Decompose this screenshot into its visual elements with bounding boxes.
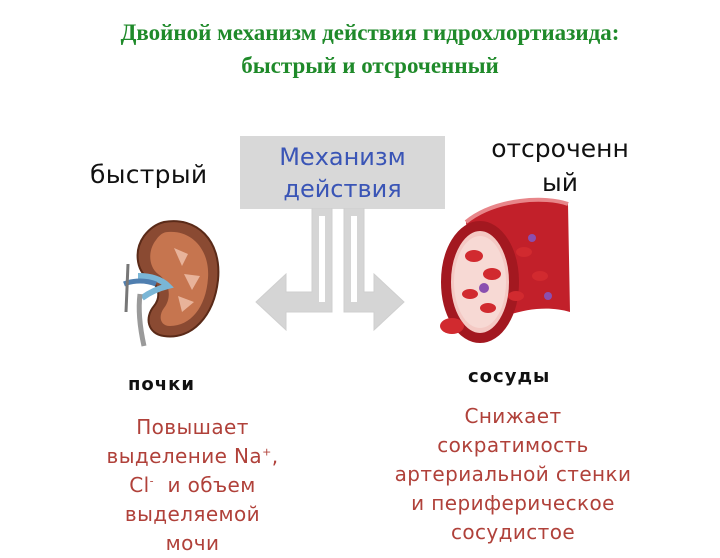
vessel-effect-line4: и периферическое	[411, 491, 615, 515]
vessel-effect-line5: сосудистое	[450, 520, 576, 544]
vessel-effect-line3: артериальной стенки	[394, 462, 632, 486]
delayed-label-line1: отсроченн	[491, 134, 629, 163]
kidneys-label: почки	[128, 374, 195, 395]
kidney-effect-text: Повышает выделение Na+, Cl- и объем выде…	[70, 413, 315, 558]
mechanism-box: Механизм действия	[240, 136, 445, 209]
kidney-effect-line1: Повышает	[136, 415, 249, 439]
kidney-effect-line3: Cl- и объем	[129, 473, 256, 497]
mechanism-line1: Механизм	[279, 142, 406, 171]
slide-title-line2: быстрый и отсроченный	[241, 53, 499, 78]
delayed-label-line2: ый	[542, 168, 578, 197]
blood-vessel-icon	[440, 197, 570, 343]
kidney-effect-line4: выделяемой	[124, 502, 261, 526]
kidney-icon	[123, 220, 220, 347]
fast-label: быстрый	[90, 160, 208, 189]
mechanism-line2: действия	[283, 174, 402, 203]
vessel-effect-text: Снижает сократимость артериальной стенки…	[368, 402, 658, 547]
slide-title: Двойной механизм действия гидрохлортиази…	[0, 16, 720, 82]
fork-arrows-icon	[255, 208, 405, 332]
vessels-label: сосуды	[468, 366, 551, 387]
kidney-effect-line2: выделение Na+,	[106, 444, 279, 468]
vessel-effect-line1: Снижает	[464, 404, 562, 428]
slide-title-line1: Двойной механизм действия гидрохлортиази…	[120, 20, 620, 45]
kidney-effect-line5: мочи	[165, 531, 220, 555]
delayed-label: отсроченн ый	[470, 132, 650, 200]
vessel-effect-line2: сократимость	[437, 433, 589, 457]
